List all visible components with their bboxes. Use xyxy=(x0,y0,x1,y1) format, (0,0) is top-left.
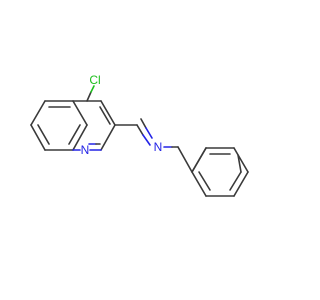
bond xyxy=(136,124,144,136)
double-bond-inner xyxy=(198,171,211,191)
bond xyxy=(72,100,88,126)
double-bond-inner xyxy=(145,127,153,139)
benzo-ring xyxy=(30,100,88,151)
bond xyxy=(233,171,249,197)
chloro-substituent xyxy=(86,85,95,102)
bond xyxy=(72,124,88,151)
double-bond-inner xyxy=(140,118,147,129)
bond xyxy=(100,124,116,151)
imine-nitrogen-label: N xyxy=(154,140,163,154)
bond xyxy=(90,85,95,93)
phenyl-ring xyxy=(191,147,249,197)
double-bond-inner xyxy=(37,124,50,145)
bond xyxy=(30,124,46,151)
ring-nitrogen-label: N xyxy=(81,143,90,157)
bond xyxy=(233,147,249,173)
chlorine-label: Cl xyxy=(89,73,100,87)
bond xyxy=(142,134,151,146)
pyridine-ring xyxy=(72,100,116,151)
structure-canvas: Cl N N xyxy=(30,73,249,197)
imine-chain xyxy=(114,118,235,173)
double-bond-inner xyxy=(229,171,242,191)
bond xyxy=(86,91,92,102)
double-bond-inner xyxy=(99,106,111,125)
bond xyxy=(100,100,116,126)
bond xyxy=(237,154,242,173)
bond xyxy=(191,147,207,173)
double-bond-inner xyxy=(68,124,81,145)
bond xyxy=(191,171,207,197)
molecule-diagram: Cl N N xyxy=(30,73,249,197)
bond xyxy=(30,100,46,126)
bond xyxy=(177,146,193,173)
